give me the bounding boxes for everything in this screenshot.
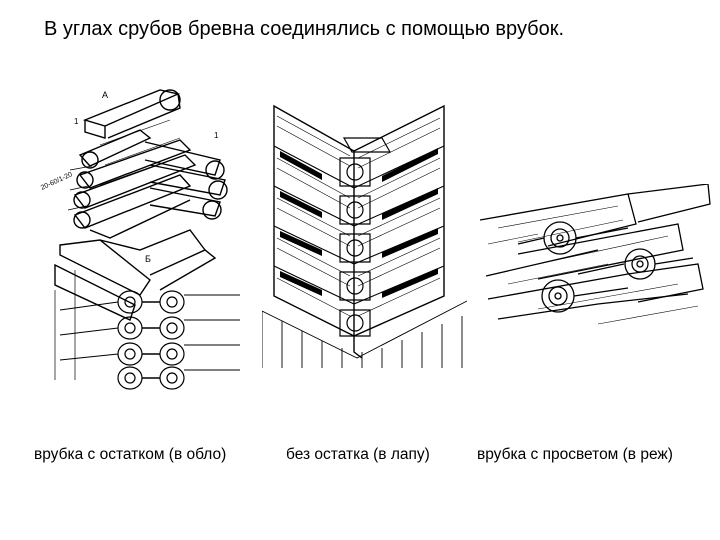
caption-joint-with-remainder: врубка с остатком (в обло) <box>34 446 227 463</box>
label-part-1-right: 1 <box>214 131 219 140</box>
figure-joint-with-gap <box>478 184 714 334</box>
upper-log-joint-drawing <box>67 89 228 239</box>
caption-joint-with-gap: врубка с просветом (в реж) <box>477 446 673 463</box>
caption-joint-without-remainder: без остатка (в лапу) <box>286 446 430 463</box>
log-corner-illustration-2 <box>262 104 468 368</box>
log-corner-illustration-3 <box>479 184 711 325</box>
label-part-1: 1 <box>74 117 79 126</box>
label-a: А <box>102 90 108 100</box>
slide-title: В углах срубов бревна соединялись с помо… <box>44 18 565 40</box>
label-b: Б <box>145 254 151 264</box>
floor-hatching <box>262 300 468 368</box>
log-corner-illustration-1: А Б 1 1 20-60/1-20 <box>40 89 240 390</box>
figure-joint-without-remainder <box>262 96 468 368</box>
figure-joint-with-remainder: А Б 1 1 20-60/1-20 <box>30 80 260 400</box>
label-dimension: 20-60/1-20 <box>40 171 74 192</box>
lower-log-wall-drawing <box>54 229 240 390</box>
